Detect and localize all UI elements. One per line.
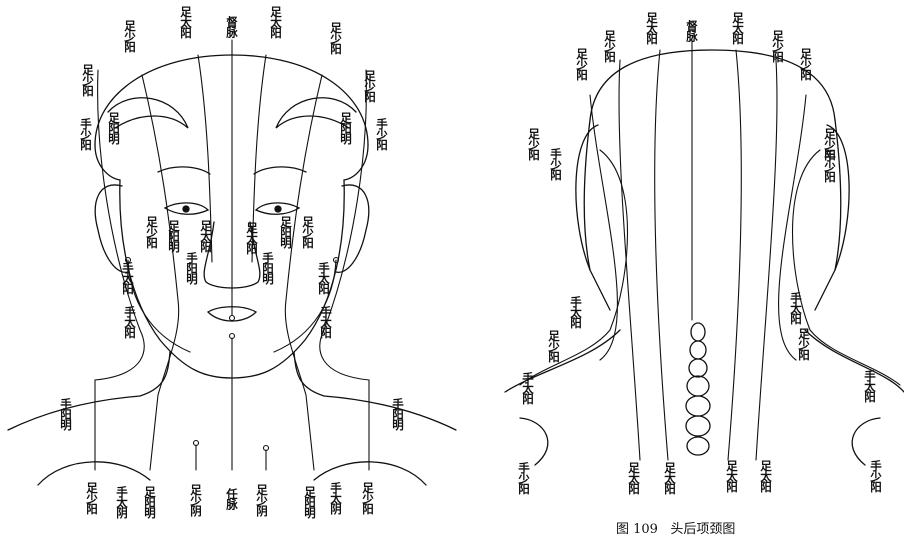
front-face-label-4: 足太阳 [246,222,258,254]
front-face-label-11: 手太阳 [124,306,136,338]
back-shoulder-label-4: 手少阳 [870,460,882,492]
front-bottom-label-1: 足少阳 [86,482,98,514]
front-bottom-label-9: 足少阳 [362,482,374,514]
front-bottom-label-5: 任脉 [226,488,238,509]
back-shoulder-label-1: 手太阳 [522,372,534,404]
back-bottom-label-2: 足太阳 [664,462,676,494]
front-face-label-1: 足少阳 [146,216,158,248]
front-upper-label-2: 足少阳 [364,70,376,102]
back-side-label-7: 足少阳 [548,330,560,362]
back-shoulder-label-3: 手少阳 [518,462,530,494]
back-bottom-label-1: 足太阳 [628,462,640,494]
front-top-label-2: 足太阳 [180,6,192,38]
back-meridian-lines [520,40,900,460]
back-head-outline [505,50,904,465]
back-side-label-4: 手少阳 [824,150,836,182]
front-upper-label-4: 手少阳 [376,118,388,150]
front-shoulder-label-2: 手阳明 [392,398,404,430]
front-upper-label-3: 手少阳 [80,118,92,150]
front-face-label-6: 足少阳 [302,216,314,248]
front-meridian-lines [95,40,369,470]
back-side-label-2: 手少阳 [550,148,562,180]
front-top-label-5: 足少阳 [330,22,342,54]
front-bottom-label-2: 手太阴 [116,486,128,518]
back-top-label-7: 足少阳 [800,48,812,80]
back-shoulder-label-2: 手太阳 [864,370,876,402]
back-bottom-label-4: 足太阳 [760,460,772,492]
front-face-label-3: 足太阳 [200,220,212,252]
back-side-label-5: 手太阳 [570,296,582,328]
front-face-label-5: 足阳明 [280,216,292,248]
figure-caption: 图 109 头后项颈图 [616,518,735,537]
back-top-label-2: 足少阳 [604,30,616,62]
back-side-label-6: 手太阳 [790,292,802,324]
front-bottom-label-3: 足阳明 [144,486,156,518]
front-face-label-2: 足阳明 [168,220,180,252]
front-bottom-label-4: 足少阴 [190,484,202,516]
back-top-label-5: 足太阳 [732,12,744,44]
front-bottom-label-8: 手太阴 [330,482,342,514]
front-upper-label-1: 足少阳 [82,64,94,96]
front-face-label-10: 手太阳 [318,262,330,294]
front-bottom-label-6: 足少阴 [256,484,268,516]
front-top-label-4: 足太阳 [270,6,282,38]
front-face-label-9: 手太阳 [122,262,134,294]
back-top-label-1: 足少阳 [576,48,588,80]
front-upper-label-6: 足阳明 [340,112,352,144]
front-face-label-7: 手阳明 [186,252,198,284]
back-top-label-3: 足太阳 [646,12,658,44]
back-side-label-8: 足少阳 [798,328,810,360]
front-face-label-8: 手阳明 [262,252,274,284]
front-upper-label-5: 足阳明 [108,112,120,144]
back-top-label-6: 足少阳 [772,30,784,62]
back-bottom-label-3: 足太阳 [726,460,738,492]
front-face-label-12: 手太阳 [320,306,332,338]
back-top-label-4: 督脉 [686,20,698,41]
front-top-label-1: 足少阳 [124,20,136,52]
front-top-label-3: 督脉 [226,16,238,37]
front-bottom-label-7: 足阳明 [304,486,316,518]
front-shoulder-label-1: 手阳明 [60,398,72,430]
back-side-label-1: 足少阳 [528,128,540,160]
